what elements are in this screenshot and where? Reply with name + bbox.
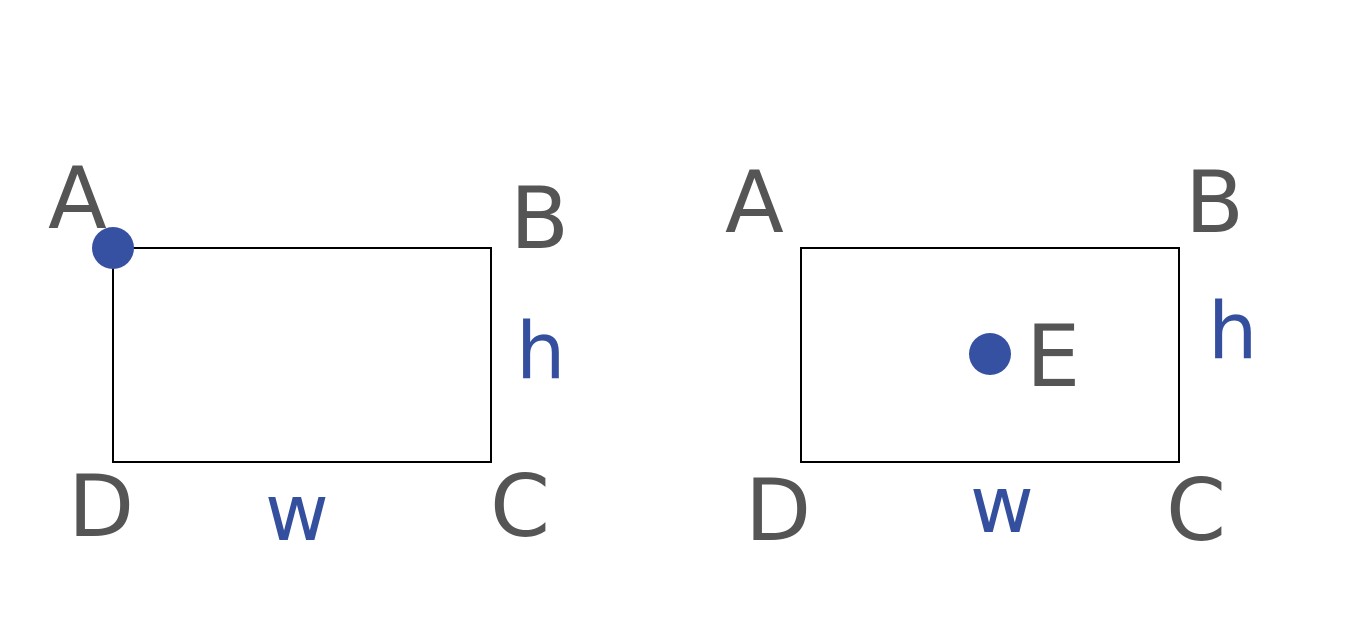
left-anchor-point [92, 227, 134, 269]
left-corner-b-label: B [510, 169, 569, 269]
left-height-label: h [516, 307, 565, 397]
right-point-e [969, 333, 1011, 375]
right-corner-d-label: D [745, 461, 811, 561]
right-diagram: A B C D E w h [725, 153, 1257, 561]
right-corner-c-label: C [1166, 461, 1226, 561]
right-point-e-label: E [1026, 307, 1080, 407]
left-corner-d-label: D [68, 457, 134, 557]
right-corner-b-label: B [1185, 153, 1244, 253]
left-corner-c-label: C [490, 457, 550, 557]
left-width-label: w [265, 469, 329, 559]
right-corner-a-label: A [725, 153, 784, 253]
right-height-label: h [1208, 287, 1257, 377]
right-rectangle [800, 247, 1180, 463]
left-corner-a-label: A [48, 149, 107, 249]
right-width-label: w [970, 461, 1034, 551]
left-diagram: A B C D w h [48, 149, 569, 559]
left-rectangle [112, 247, 492, 463]
